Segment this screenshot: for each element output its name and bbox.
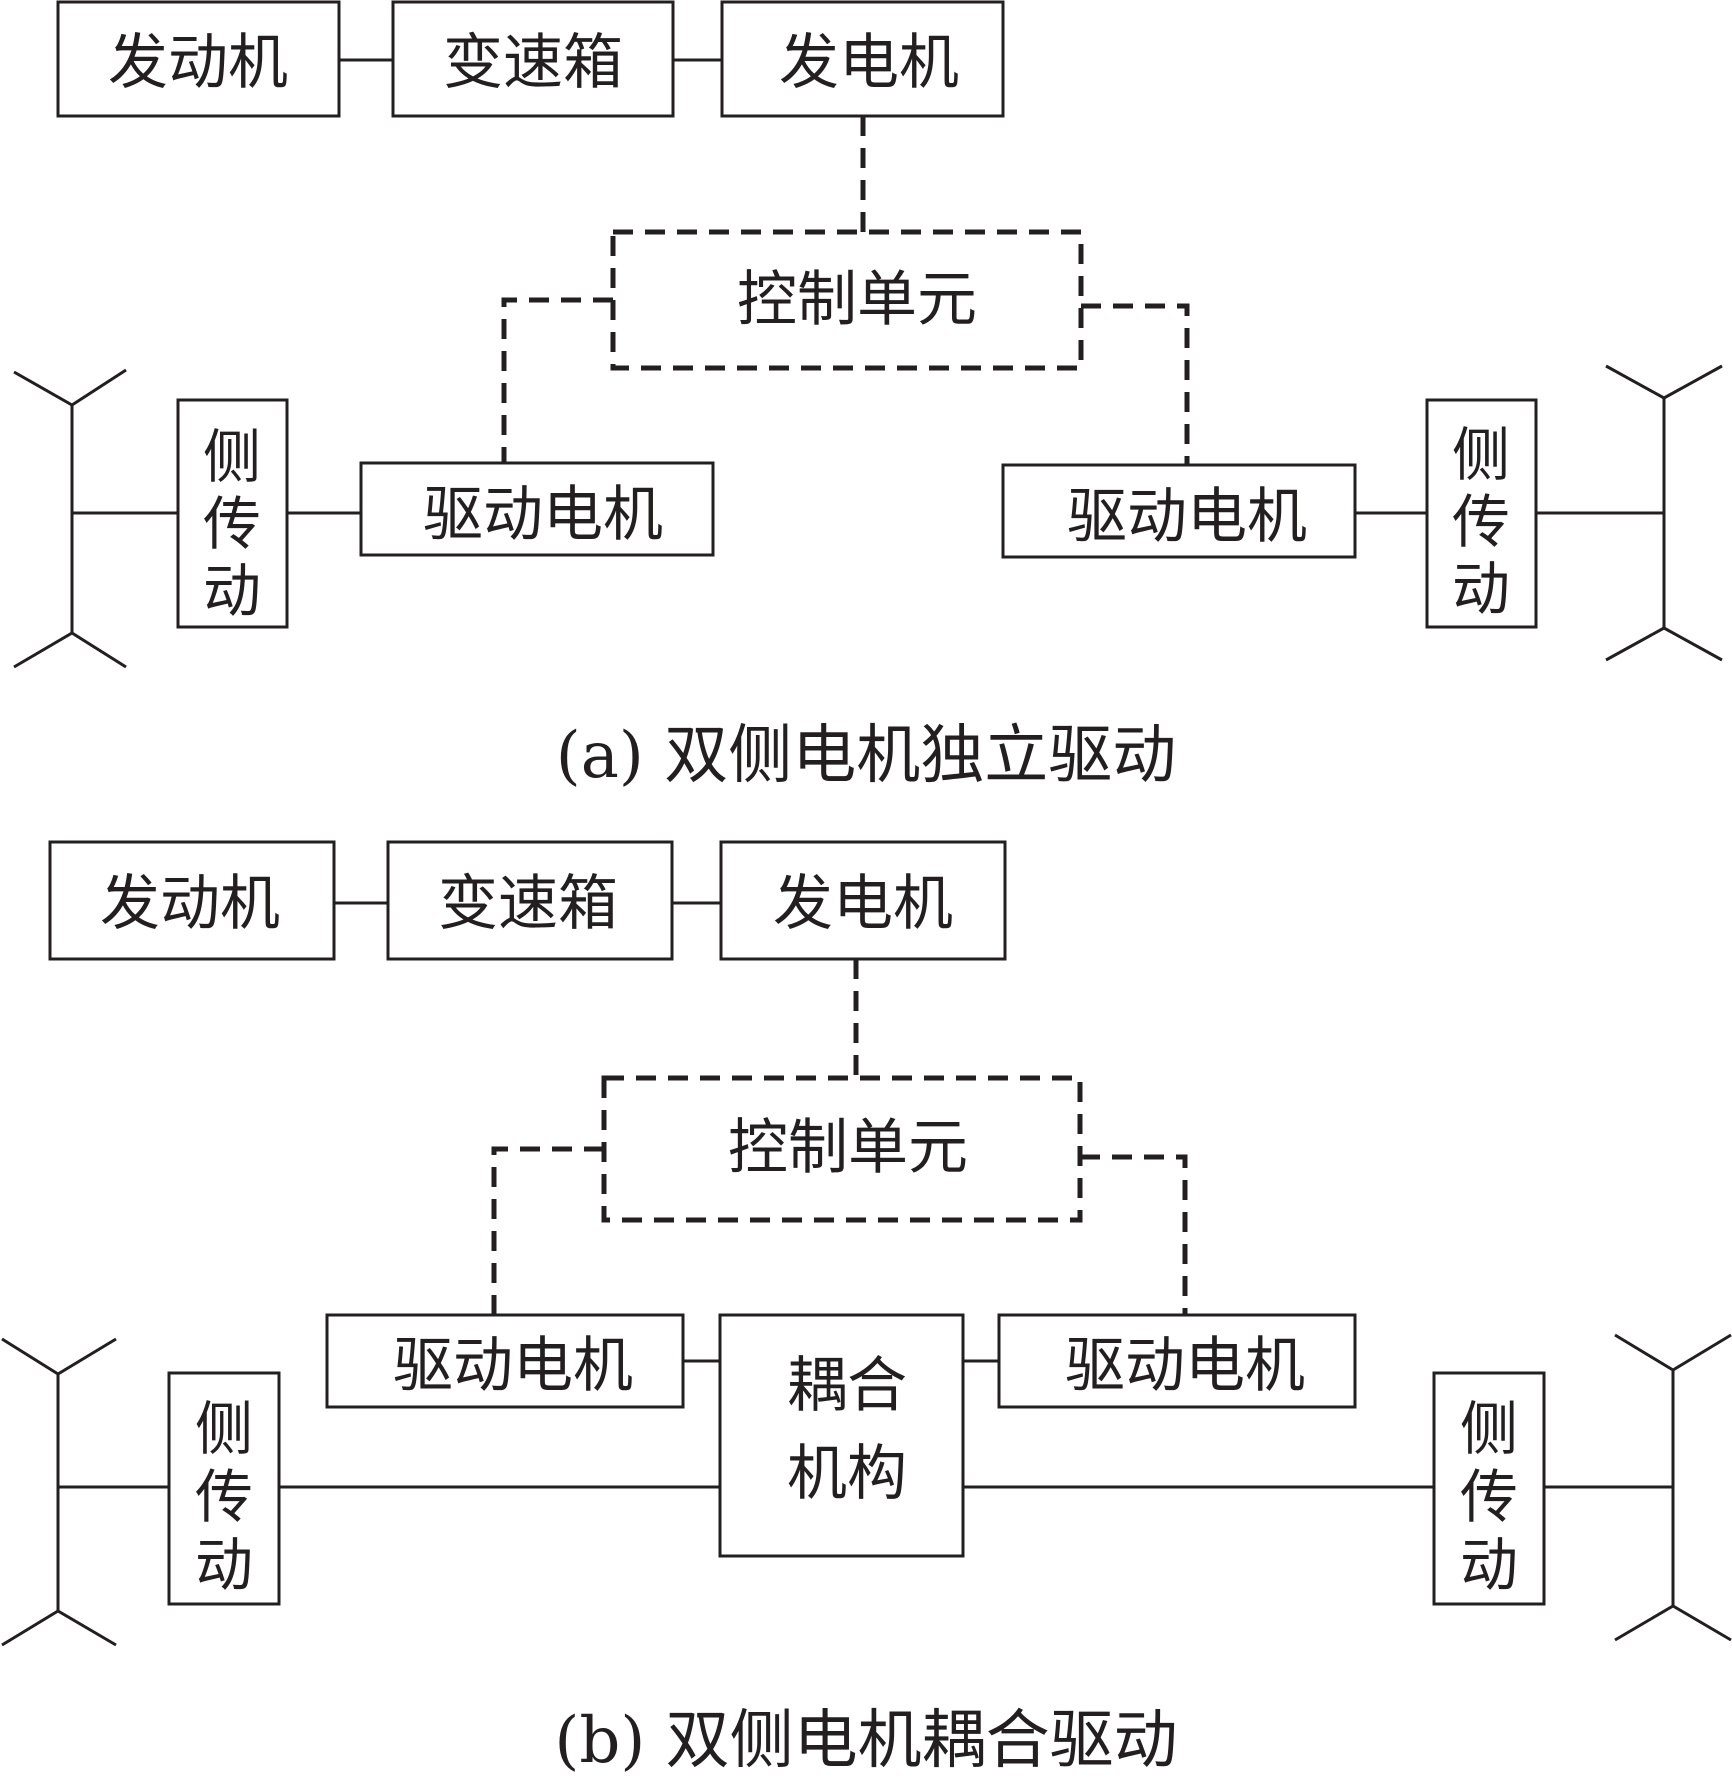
b-right-side-drive-char-3: 动 bbox=[1460, 1531, 1518, 1599]
a-left-motor-label: 驱动电机 bbox=[423, 480, 663, 550]
a-left-side-drive-box bbox=[176, 398, 289, 629]
a-right-side-drive-char-2: 传 bbox=[1452, 488, 1510, 556]
a-right-wheel-bottom bbox=[1605, 626, 1723, 662]
a-engine-box bbox=[56, 0, 341, 118]
b-left-side-drive-char-2: 传 bbox=[195, 1463, 253, 1531]
a-gearbox-label: 变速箱 bbox=[443, 28, 623, 98]
diagram-a: 发动机 变速箱 发电机 控制单元 侧 传 动 驱动电机 驱动电机 侧 传 动 bbox=[13, 0, 1723, 793]
b-right-wheel-top bbox=[1614, 1333, 1732, 1372]
a-control-right-motor-link bbox=[1081, 303, 1190, 465]
b-generator-label: 发电机 bbox=[773, 869, 953, 939]
b-left-side-drive-char-3: 动 bbox=[195, 1531, 253, 1599]
a-right-side-drive-char-1: 侧 bbox=[1452, 421, 1510, 489]
a-gearbox-box bbox=[391, 0, 675, 118]
b-left-wheel-bottom bbox=[1, 1609, 117, 1647]
a-left-side-drive-char-3: 动 bbox=[203, 557, 261, 625]
b-generator-box bbox=[719, 840, 1007, 961]
b-right-motor-box bbox=[997, 1313, 1357, 1409]
b-coupling-box bbox=[718, 1313, 965, 1558]
b-gearbox-label: 变速箱 bbox=[438, 869, 618, 939]
b-left-side-drive-box bbox=[167, 1371, 281, 1606]
a-right-motor-label: 驱动电机 bbox=[1067, 482, 1307, 552]
a-control-left-motor-link bbox=[501, 297, 613, 463]
b-gearbox-box bbox=[386, 840, 674, 961]
b-control-unit-label: 控制单元 bbox=[728, 1113, 968, 1183]
b-right-wheel-bottom bbox=[1614, 1604, 1732, 1642]
b-left-side-drive-char-1: 侧 bbox=[195, 1395, 253, 1463]
b-control-right-motor-link bbox=[1080, 1154, 1188, 1315]
b-left-motor-box bbox=[325, 1313, 685, 1409]
b-coupling-label-line-2: 机构 bbox=[787, 1439, 907, 1509]
a-left-wheel-bottom bbox=[13, 631, 127, 669]
a-left-side-drive-char-1: 侧 bbox=[203, 423, 261, 491]
b-control-left-motor-link bbox=[491, 1146, 604, 1315]
b-engine-box bbox=[48, 840, 336, 961]
a-right-motor-box bbox=[1001, 463, 1357, 559]
diagram-b: 发动机 变速箱 发电机 控制单元 侧 传 动 驱动电机 耦合 机构 驱动电 bbox=[1, 840, 1732, 1778]
a-generator-box bbox=[720, 0, 1005, 118]
a-generator-label: 发电机 bbox=[779, 28, 959, 98]
b-left-motor-label: 驱动电机 bbox=[393, 1331, 633, 1401]
a-right-wheel-top bbox=[1605, 364, 1723, 400]
a-control-unit-label: 控制单元 bbox=[737, 265, 977, 335]
a-right-side-drive-box bbox=[1425, 398, 1538, 629]
a-left-wheel-top bbox=[13, 368, 127, 407]
a-left-motor-box bbox=[359, 461, 715, 557]
b-left-wheel-top bbox=[1, 1337, 117, 1376]
a-right-side-drive-char-3: 动 bbox=[1452, 555, 1510, 623]
a-caption: (a) 双侧电机独立驱动 bbox=[556, 719, 1176, 793]
a-left-side-drive-char-2: 传 bbox=[203, 490, 261, 558]
b-caption: (b) 双侧电机耦合驱动 bbox=[554, 1704, 1177, 1778]
b-right-side-drive-char-1: 侧 bbox=[1460, 1395, 1518, 1463]
b-right-motor-label: 驱动电机 bbox=[1065, 1331, 1305, 1401]
b-right-side-drive-char-2: 传 bbox=[1460, 1463, 1518, 1531]
a-engine-label: 发动机 bbox=[108, 28, 288, 98]
b-coupling-label-line-1: 耦合 bbox=[787, 1351, 907, 1421]
b-engine-label: 发动机 bbox=[100, 869, 280, 939]
